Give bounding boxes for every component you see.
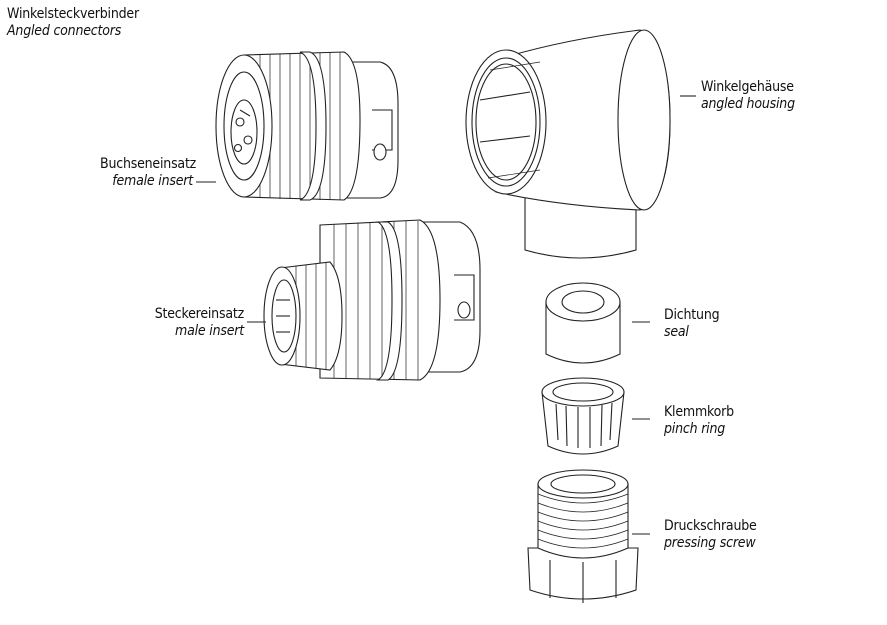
- label-male-insert: Steckereinsatz male insert: [150, 306, 244, 340]
- label-pressing-screw-en: pressing screw: [664, 535, 756, 551]
- leader-lines: [196, 95, 696, 535]
- diagram-title: Winkelsteckverbinder Angled connectors: [7, 6, 139, 40]
- label-seal-de: Dichtung: [664, 307, 720, 323]
- label-female-insert: Buchseneinsatz female insert: [100, 156, 197, 190]
- label-pressing-screw-de: Druckschraube: [664, 518, 757, 534]
- label-angled-housing: Winkelgehäuse angled housing: [701, 79, 795, 113]
- label-female-insert-de: Buchseneinsatz: [100, 156, 197, 172]
- label-seal: Dichtung seal: [664, 307, 720, 341]
- label-pressing-screw: Druckschraube pressing screw: [664, 518, 757, 552]
- female-insert-drawing: [215, 51, 399, 201]
- label-female-insert-en: female insert: [112, 173, 193, 189]
- label-pinch-ring: Klemmkorb pinch ring: [664, 404, 734, 438]
- label-angled-housing-de: Winkelgehäuse: [701, 79, 794, 95]
- pinch-ring-drawing: [541, 377, 625, 455]
- title-de: Winkelsteckverbinder: [7, 6, 139, 22]
- label-male-insert-de: Steckereinsatz: [154, 306, 244, 322]
- title-en: Angled connectors: [7, 23, 122, 39]
- seal-drawing: [545, 282, 621, 364]
- label-male-insert-en: male insert: [175, 323, 244, 339]
- male-insert-drawing: [263, 219, 481, 381]
- angled-housing-drawing: [465, 29, 671, 259]
- label-angled-housing-en: angled housing: [701, 96, 795, 112]
- label-pinch-ring-en: pinch ring: [664, 421, 726, 437]
- label-pinch-ring-de: Klemmkorb: [664, 404, 734, 420]
- label-seal-en: seal: [664, 324, 689, 340]
- pressing-screw-drawing: [527, 469, 639, 603]
